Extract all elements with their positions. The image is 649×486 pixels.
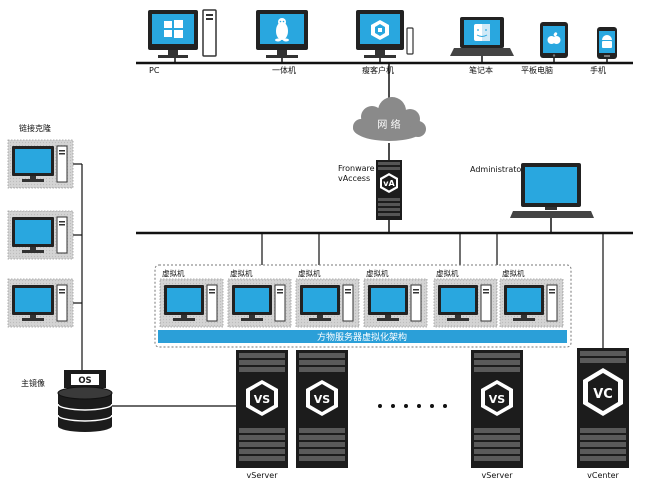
vserver-logo: VS	[314, 393, 331, 406]
network-label: 网 络	[377, 118, 400, 131]
virtual-machine: 虚拟机	[159, 268, 224, 328]
virtual-machine: 虚拟机	[363, 268, 428, 328]
device-label-pc: PC	[149, 66, 160, 75]
device-label-all-in-one: 一体机	[272, 65, 296, 75]
windows-icon	[164, 20, 183, 38]
tablet-device: 平板电脑	[521, 22, 568, 75]
vserver-logo: VS	[254, 393, 271, 406]
linked-clone-desktop	[7, 278, 74, 328]
phone-device: 手机	[590, 27, 617, 75]
virtual-machine: 虚拟机	[499, 268, 564, 328]
vserver-label: vServer	[247, 471, 279, 480]
admin-workstation	[510, 163, 594, 218]
vserver-logo: VS	[489, 393, 506, 406]
device-drop-lines	[174, 56, 608, 63]
linked-clone-label: 链接克隆	[19, 123, 51, 133]
device-label-laptop: 笔记本	[469, 65, 493, 75]
virtual-machine: 虚拟机	[295, 268, 360, 328]
virtual-machine: 虚拟机	[433, 268, 498, 328]
vcenter-rack: VC	[577, 348, 629, 468]
master-image-database: OS	[57, 370, 113, 432]
vaccess-logo: vA	[383, 179, 395, 188]
vcenter-label: vCenter	[587, 471, 619, 480]
device-label-thin-client: 瘦客户机	[362, 65, 394, 75]
vserver-rack: VS	[236, 350, 288, 468]
master-image-label: 主镜像	[21, 378, 45, 388]
vm-label: 虚拟机	[436, 268, 459, 278]
vaccess-label-line1: Fronware	[338, 164, 375, 173]
cube-logo-icon	[371, 20, 389, 40]
os-badge: OS	[78, 376, 91, 386]
android-icon	[602, 35, 612, 48]
pc-device: PC	[148, 9, 217, 75]
vm-label: 虚拟机	[162, 268, 185, 278]
vm-drop-lines	[261, 233, 604, 348]
vm-label: 虚拟机	[230, 268, 253, 278]
linked-clone-desktop	[7, 139, 74, 189]
vm-label: 虚拟机	[298, 268, 321, 278]
ellipsis-dots	[378, 404, 447, 408]
vm-cluster: 虚拟机 虚拟机 虚拟机	[159, 268, 564, 328]
linked-clone-desktop	[7, 210, 74, 260]
vaccess-appliance: vA	[376, 160, 402, 220]
vserver-rack: VS	[296, 350, 348, 468]
apple-icon	[547, 32, 561, 44]
vm-label: 虚拟机	[502, 268, 525, 278]
vm-label: 虚拟机	[366, 268, 389, 278]
virtual-machine: 虚拟机	[227, 268, 292, 328]
network-cloud: 网 络	[353, 97, 426, 141]
platform-label: 方物服务器虚拟化架构	[317, 331, 407, 343]
vserver-label: vServer	[482, 471, 514, 480]
vcenter-logo: VC	[593, 387, 613, 402]
linux-penguin-icon	[275, 18, 289, 42]
clone-branch-lines	[73, 163, 82, 304]
thin-client-device: 瘦客户机	[356, 10, 414, 75]
vaccess-label-line2: vAccess	[338, 174, 370, 183]
all-in-one-device: 一体机	[256, 10, 308, 75]
vserver-rack: VS	[471, 350, 523, 468]
device-label-tablet: 平板电脑	[521, 65, 553, 75]
laptop-device: 笔记本	[450, 17, 514, 75]
mac-finder-icon	[474, 24, 490, 41]
admin-label: Administrator	[470, 165, 525, 174]
platform-bar	[158, 330, 567, 343]
device-label-phone: 手机	[590, 65, 606, 75]
